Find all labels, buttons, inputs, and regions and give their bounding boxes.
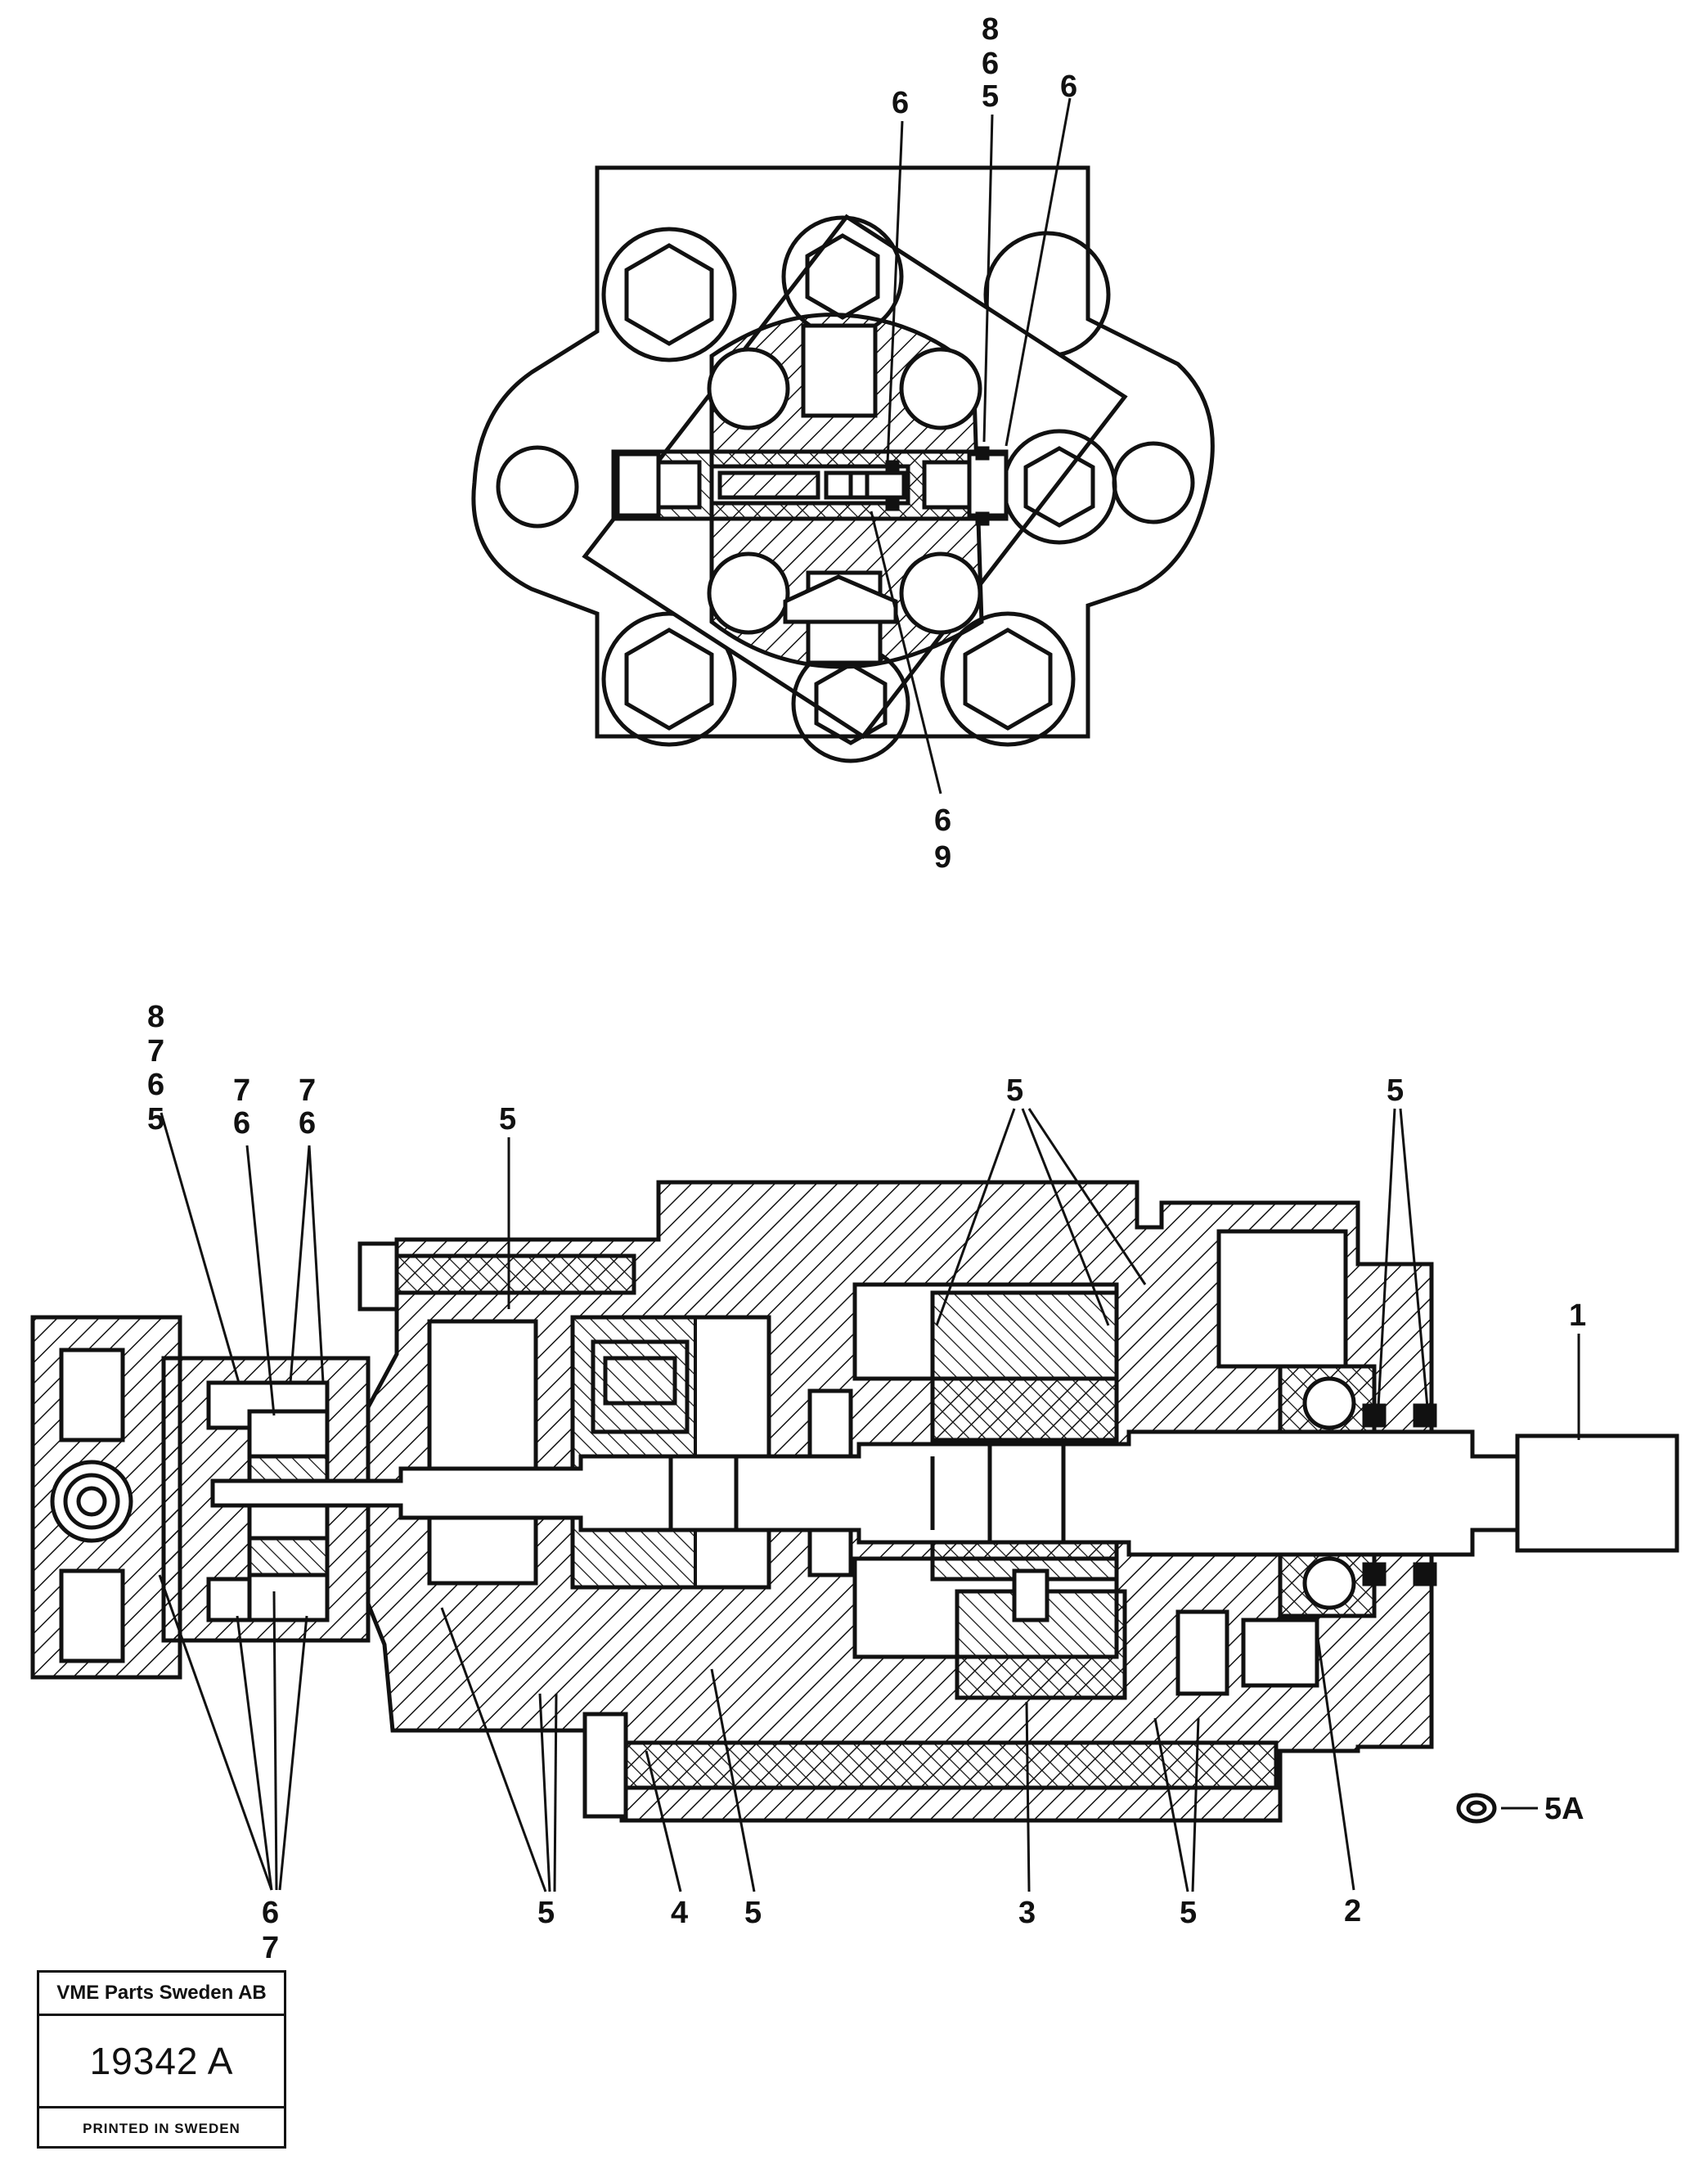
callout-label: 6 (1060, 70, 1077, 104)
callout-label: 5 (744, 1896, 762, 1930)
bolt-icon (601, 611, 737, 747)
callout-label: 4 (671, 1896, 688, 1930)
callout-label: 9 (934, 840, 951, 875)
callout-label: 7 (233, 1073, 250, 1108)
callout-label: 5 (1387, 1073, 1404, 1108)
top-end-view (471, 165, 1215, 763)
callout-label: 1 (1569, 1298, 1586, 1333)
stamp-company: VME Parts Sweden AB (39, 1973, 284, 2016)
top-leaders (870, 97, 1072, 794)
callout-label: 5 (499, 1102, 516, 1136)
callout-label: 5 (147, 1102, 164, 1136)
side-leaders (158, 1108, 1580, 1892)
callout-label: 5A (1544, 1792, 1584, 1826)
callout-label: 6 (147, 1068, 164, 1102)
callout-label: 7 (147, 1034, 164, 1069)
stamp-printed: PRINTED IN SWEDEN (83, 2121, 240, 2136)
side-callouts: 8 7 6 5 7 6 7 6 5 5 5 1 6 7 5 4 5 3 5 2 … (147, 1000, 1586, 1965)
callout-label: 6 (892, 86, 909, 120)
callout-label: 5 (1006, 1073, 1023, 1108)
callout-label: 6 (262, 1896, 279, 1930)
side-section-view (30, 1180, 1679, 1824)
bolt-icon (601, 227, 737, 362)
callout-label: 6 (982, 47, 999, 81)
callout-label: 6 (934, 803, 951, 838)
callout-label: 5 (982, 79, 999, 114)
callout-label: 6 (299, 1106, 316, 1141)
stamp-number: 19342 A (39, 2016, 284, 2108)
callout-label: 7 (299, 1073, 316, 1108)
top-callouts: 6 8 6 5 6 6 9 (892, 12, 1077, 875)
parts-stamp: VME Parts Sweden AB 19342 A PRINTED IN S… (37, 1970, 286, 2149)
callout-label: 8 (982, 12, 999, 47)
bolt-icon (940, 611, 1076, 747)
callout-label: 5 (537, 1896, 555, 1930)
callout-label: 8 (147, 1000, 164, 1034)
callout-label: 2 (1344, 1894, 1361, 1928)
callout-label: 7 (262, 1931, 279, 1965)
callout-label: 5 (1180, 1896, 1197, 1930)
callout-label: 3 (1018, 1896, 1036, 1930)
callout-label: 6 (233, 1106, 250, 1141)
